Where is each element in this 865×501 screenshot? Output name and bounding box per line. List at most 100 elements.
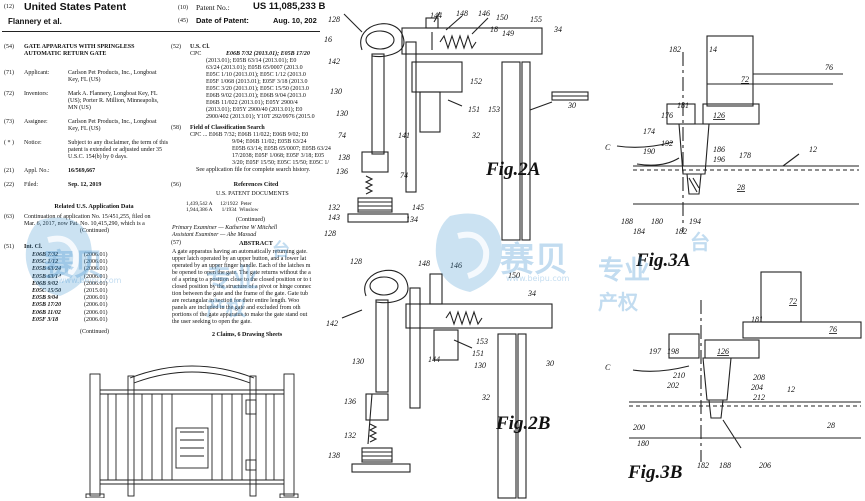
code-52: (52) bbox=[171, 44, 181, 50]
notice-line-3: U.S.C. 154(b) by 0 days. bbox=[68, 154, 128, 160]
svg-text:182: 182 bbox=[697, 461, 709, 470]
handle-loop bbox=[364, 269, 409, 304]
references-heading: References Cited bbox=[233, 181, 279, 188]
field-search-line: 9/04; E06B 11/02; E05B 63/24 bbox=[232, 139, 307, 145]
svg-text:74: 74 bbox=[400, 171, 408, 180]
continuation-line-1: Continuation of application No. 15/451,2… bbox=[24, 214, 151, 220]
watermark-slogan-right: 专业 bbox=[598, 256, 651, 286]
svg-text:146: 146 bbox=[450, 261, 462, 270]
svg-text:202: 202 bbox=[667, 381, 679, 390]
svg-text:182: 182 bbox=[675, 227, 687, 236]
watermark-slogan-left-3: 台 bbox=[272, 240, 290, 261]
code-22: (22) bbox=[4, 182, 14, 188]
watermark-logo-icon bbox=[435, 213, 502, 292]
svg-text:151: 151 bbox=[472, 349, 484, 358]
claims-summary: 2 Claims, 6 Drawing Sheets bbox=[212, 332, 283, 338]
svg-text:128: 128 bbox=[328, 15, 340, 24]
svg-text:144: 144 bbox=[430, 11, 442, 20]
svg-text:130: 130 bbox=[330, 87, 342, 96]
svg-text:200: 200 bbox=[633, 423, 645, 432]
code-notice: ( * ) bbox=[4, 140, 14, 146]
svg-text:C: C bbox=[605, 143, 611, 152]
title-line-1: GATE APPARATUS WITH SPRINGLESS bbox=[24, 44, 135, 50]
notice-line-2: patent is extended or adjusted under 35 bbox=[68, 147, 162, 153]
code-58: (58) bbox=[171, 125, 181, 131]
svg-text:12: 12 bbox=[787, 385, 795, 394]
cpc-line: E05C 1/10 (2013.01); E05C 1/12 (2013.0 bbox=[206, 72, 306, 78]
svg-text:150: 150 bbox=[508, 271, 520, 280]
filed-label: Filed: bbox=[24, 182, 39, 188]
cpc-line: E05F 1/068 (2013.01); E05F 3/18 (2013.0 bbox=[206, 79, 308, 85]
fig-3a-caption: Fig.3A bbox=[636, 250, 691, 271]
int-cl-list: E06B 7/32(2006.01) E05C 1/12(2006.01) E0… bbox=[32, 252, 152, 324]
watermark-brand-left: 赛贝 bbox=[44, 248, 104, 283]
svg-text:178: 178 bbox=[739, 151, 751, 160]
int-cl-row: E05B 17/20(2006.01) bbox=[32, 302, 108, 309]
code-45: (45) bbox=[178, 18, 188, 24]
int-cl-row: E06B 11/02(2006.01) bbox=[32, 309, 108, 316]
continuation-line-2: Mar. 6, 2017, now Pat. No. 10,415,290, w… bbox=[24, 221, 145, 227]
abstract-line: are rectangular in section for their ent… bbox=[172, 298, 300, 304]
code-72: (72) bbox=[4, 91, 14, 97]
int-cl-label: Int. Cl. bbox=[24, 244, 42, 251]
svg-text:181: 181 bbox=[751, 315, 763, 324]
pet-door bbox=[175, 427, 209, 469]
date-of-patent: Aug. 10, 202 bbox=[273, 16, 317, 25]
svg-text:198: 198 bbox=[667, 347, 679, 356]
notice-label: Notice: bbox=[24, 140, 42, 146]
watermark-logo-icon bbox=[25, 217, 92, 296]
code-73: (73) bbox=[4, 119, 14, 125]
field-search-line: CPC ... E06B 7/32; E06B 11/022; E06B 9/0… bbox=[190, 132, 309, 138]
svg-text:136: 136 bbox=[336, 167, 348, 176]
code-63: (63) bbox=[4, 214, 14, 220]
svg-text:142: 142 bbox=[326, 319, 338, 328]
fig-3a-reference-numerals: 182 14 72 76 126 181 176 174 C 190 192 1… bbox=[605, 45, 833, 236]
svg-text:32: 32 bbox=[481, 393, 490, 402]
gate-arch bbox=[129, 365, 255, 379]
fig-3b-drawing: 72 76 181 126 197 198 C 210 202 208 204 … bbox=[605, 271, 862, 470]
int-cl-row: E05B 63/24(2006.01) bbox=[32, 266, 108, 273]
notice-line-1: Subject to any disclaimer, the term of t… bbox=[68, 140, 169, 146]
applicant-label: Applicant: bbox=[24, 70, 50, 76]
svg-text:28: 28 bbox=[737, 183, 745, 192]
svg-text:34: 34 bbox=[527, 289, 536, 298]
applicant-line-2: Key, FL (US) bbox=[68, 77, 101, 83]
us-cl-label: U.S. Cl. bbox=[190, 44, 210, 50]
svg-text:30: 30 bbox=[545, 359, 554, 368]
field-search-label: Field of Classification Search bbox=[190, 125, 265, 131]
cpc-line: 2900/402 (2013.01); Y10T 292/0976 (2015.… bbox=[206, 114, 315, 120]
cpc-line: E06B 11/022 (2013.01); E05Y 2900/4 bbox=[206, 100, 298, 106]
svg-text:146: 146 bbox=[478, 9, 490, 18]
abstract-line: tion between the gate and the frame of t… bbox=[172, 291, 308, 297]
svg-text:149: 149 bbox=[502, 29, 514, 38]
svg-text:126: 126 bbox=[713, 111, 725, 120]
svg-text:136: 136 bbox=[344, 397, 356, 406]
code-51: (51) bbox=[4, 244, 14, 250]
svg-text:176: 176 bbox=[661, 111, 673, 120]
svg-text:182: 182 bbox=[669, 45, 681, 54]
watermark-slogan-right-3: 台 bbox=[690, 230, 710, 254]
svg-text:180: 180 bbox=[637, 439, 649, 448]
svg-text:208: 208 bbox=[753, 373, 765, 382]
svg-text:190: 190 bbox=[643, 147, 655, 156]
svg-text:145: 145 bbox=[412, 203, 424, 212]
svg-text:188: 188 bbox=[719, 461, 731, 470]
title-line-2: AUTOMATIC RETURN GATE bbox=[24, 51, 107, 57]
svg-text:143: 143 bbox=[328, 213, 340, 222]
int-cl-row: E06B 9/02(2006.01) bbox=[32, 280, 108, 287]
field-search-line: 3/20; E05F 15/50; E05C 15/50; E05C 1/ bbox=[232, 160, 330, 166]
reference-row: 1,944,386 A 1/1934 Winslow bbox=[186, 207, 259, 213]
int-cl-row: E05B 9/04(2006.01) bbox=[32, 295, 108, 302]
abstract-line: operated by an upper finger handle. Each… bbox=[172, 263, 311, 269]
svg-text:148: 148 bbox=[456, 9, 468, 18]
abstract-line: upper latch operated by an upper button,… bbox=[172, 256, 307, 262]
us-docs-heading: U.S. PATENT DOCUMENTS bbox=[216, 191, 289, 197]
assignee-line-1: Carlson Pet Products, Inc., Longboat bbox=[68, 119, 157, 125]
svg-text:72: 72 bbox=[741, 75, 749, 84]
watermark-slogan-left-2: 产权 bbox=[206, 296, 246, 320]
svg-text:152: 152 bbox=[470, 77, 482, 86]
abstract-line: of a spring to a position close to the c… bbox=[172, 277, 312, 283]
appl-no-label: Appl. No.: bbox=[24, 168, 50, 174]
svg-text:206: 206 bbox=[759, 461, 771, 470]
svg-text:151: 151 bbox=[468, 105, 480, 114]
